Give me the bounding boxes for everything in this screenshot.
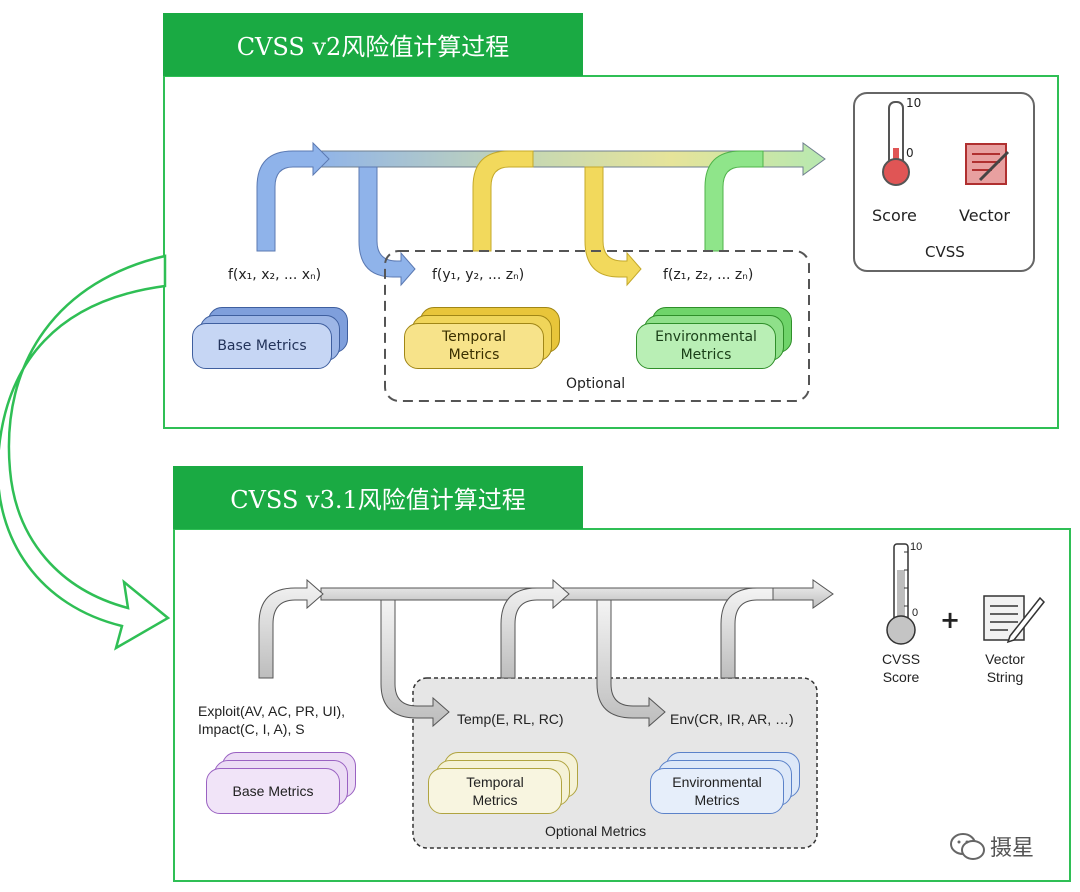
v31-scale-max: 10: [910, 541, 923, 553]
v31-func-base-line1: Exploit(AV, AC, PR, UI),: [198, 703, 346, 719]
v31-base-curve: [258, 578, 324, 679]
v2-title: CVSS v2风险值计算过程: [236, 33, 510, 61]
v31-temporal-down-curve: [596, 599, 666, 728]
plus-sign: +: [940, 606, 961, 634]
v2-func-base: f(x₁, x₂, ... xₙ): [228, 267, 322, 283]
v31-env-label-1: Environmental: [672, 774, 762, 790]
v2-base-metrics-label: Base Metrics: [217, 338, 307, 354]
v2-temporal-label-2: Metrics: [448, 347, 500, 363]
v31-func-base-line2: Impact(C, I, A), S: [198, 721, 305, 737]
transition-arrow: [0, 254, 171, 651]
v2-optional-region: [384, 250, 810, 402]
v31-func-env: Env(CR, IR, AR, …): [670, 711, 794, 727]
v31-func-base: Exploit(AV, AC, PR, UI), Impact(C, I, A)…: [198, 702, 345, 738]
v2-func-temporal: f(y₁, y₂, ... zₙ): [432, 267, 525, 283]
v2-main-arrow: [312, 142, 826, 176]
v2-title-tab: CVSS v2风险值计算过程: [163, 13, 583, 76]
v31-scale-min: 0: [912, 607, 919, 619]
v2-score-label: Score: [872, 206, 917, 225]
v31-score-label-2: Score: [882, 669, 920, 685]
v2-func-env: f(z₁, z₂, ... zₙ): [663, 267, 754, 283]
v2-vector-label: Vector: [959, 206, 1010, 225]
v31-temporal-label-2: Metrics: [472, 792, 518, 808]
v2-scale-min: 0: [906, 146, 914, 160]
v31-score-label: CVSS Score: [872, 650, 930, 686]
v2-scale-max: 10: [906, 96, 922, 110]
wechat-icon: [950, 833, 985, 860]
v31-env-label-2: Metrics: [694, 792, 740, 808]
v31-score-label-1: CVSS: [881, 651, 921, 667]
vector-document-icon: [965, 143, 1010, 185]
vector-string-document-icon: [983, 595, 1046, 644]
v31-base-down-curve: [380, 599, 450, 728]
v2-temporal-down-curve: [584, 166, 642, 287]
v31-vector-label: Vector String: [974, 650, 1036, 686]
v2-env-label-2: Metrics: [680, 347, 732, 363]
v2-flow-diagram: [256, 141, 826, 402]
v31-vector-label-2: String: [986, 669, 1024, 685]
v31-temporal-label-1: Temporal: [466, 774, 524, 790]
watermark-text: 摄星: [990, 836, 1035, 861]
v31-title-tab: CVSS v3.1风险值计算过程: [173, 466, 583, 529]
v2-env-curve: [704, 150, 764, 252]
v31-func-temporal: Temp(E, RL, RC): [457, 711, 564, 727]
v31-env-curve: [720, 587, 774, 679]
v2-optional-label: Optional: [566, 376, 626, 392]
v31-vector-label-1: Vector: [985, 651, 1025, 667]
v2-base-curve: [256, 141, 330, 252]
v2-env-label-1: Environmental: [655, 329, 757, 345]
thermometer-icon: [886, 543, 916, 645]
v31-optional-label: Optional Metrics: [545, 823, 647, 839]
v31-main-arrow: [320, 579, 834, 609]
v31-base-metrics-label: Base Metrics: [232, 783, 314, 799]
v2-temporal-label-1: Temporal: [441, 329, 507, 345]
v31-title: CVSS v3.1风险值计算过程: [230, 486, 526, 514]
thermometer-icon: [882, 101, 910, 186]
v2-temporal-curve: [472, 150, 534, 252]
v2-base-down-curve: [358, 166, 416, 287]
v31-temporal-curve: [500, 578, 570, 679]
v2-cvss-box-label: CVSS: [925, 243, 965, 261]
